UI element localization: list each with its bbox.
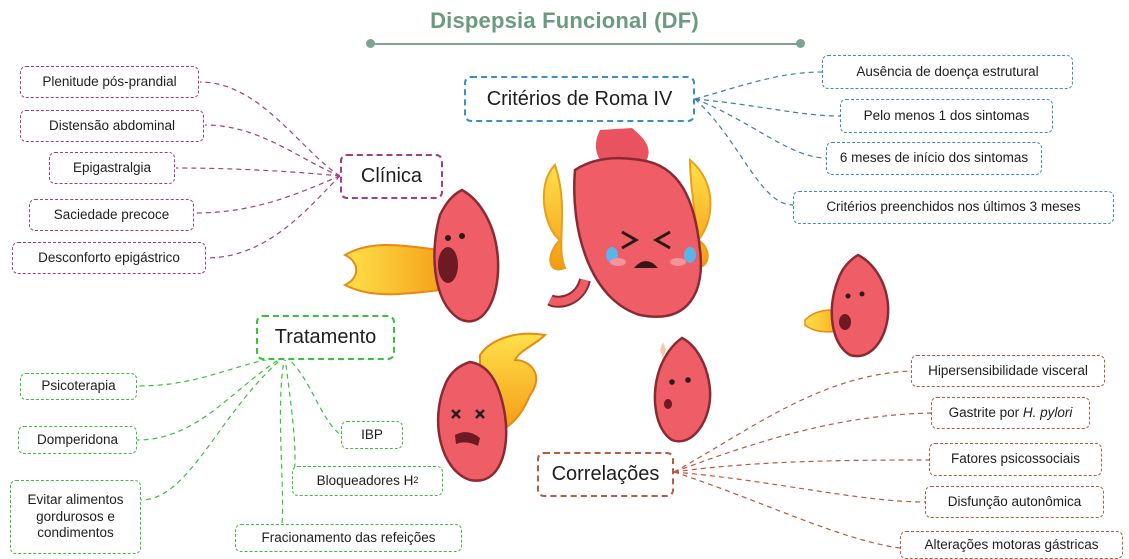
correlacoes-item: Fatores psicossociais: [929, 443, 1102, 476]
roma-item: Ausência de doença estrutural: [822, 55, 1073, 89]
page-title: Dispepsia Funcional (DF): [0, 8, 1129, 34]
tratamento-item: IBP: [341, 421, 403, 449]
clinica-node: Clínica: [340, 154, 443, 199]
stomach-burning-icon: [438, 334, 545, 481]
tratamento-item: Domperidona: [18, 426, 137, 454]
hpylori-label: H. pylori: [1023, 405, 1073, 422]
stomach-nauseous-icon: [655, 338, 710, 441]
roma-item: Pelo menos 1 dos sintomas: [840, 99, 1053, 133]
h2-subscript: 2: [413, 475, 418, 486]
correlacoes-item: Disfunção autonômica: [925, 486, 1104, 518]
clinica-item: Plenitude pós-prandial: [20, 66, 199, 98]
roma-item: 6 meses de início dos sintomas: [826, 142, 1042, 175]
correlacoes-item-gastrite: Gastrite por H. pylori: [931, 397, 1090, 429]
stomach-vomiting-icon: [805, 255, 888, 356]
stomach-crying-icon: [544, 128, 711, 317]
tratamento-item: Evitar alimentos gordurosos e condimento…: [10, 480, 141, 554]
gastrite-label: Gastrite por: [949, 405, 1020, 422]
tratamento-node: Tratamento: [256, 315, 395, 360]
tratamento-item: Fracionamento das refeições: [235, 524, 462, 552]
correlacoes-item: Hipersensibilidade visceral: [911, 355, 1105, 387]
tratamento-item: Psicoterapia: [20, 373, 137, 400]
stomach-fire-breath-icon: [345, 190, 498, 321]
bloqueadores-label: Bloqueadores H: [317, 473, 414, 490]
roma-item: Critérios preenchidos nos últimos 3 mese…: [793, 191, 1114, 224]
roma-node: Critérios de Roma IV: [464, 76, 695, 122]
title-divider-right-dot: [796, 39, 805, 48]
clinica-item: Saciedade precoce: [29, 199, 194, 231]
title-divider-left-dot: [366, 39, 375, 48]
clinica-item: Desconforto epigástrico: [12, 242, 206, 274]
title-divider: [370, 43, 800, 45]
clinica-item: Distensão abdominal: [20, 110, 204, 142]
correlacoes-node: Correlações: [537, 452, 674, 497]
correlacoes-item: Alterações motoras gástricas: [900, 531, 1123, 559]
clinica-item: Epigastralgia: [49, 152, 175, 184]
